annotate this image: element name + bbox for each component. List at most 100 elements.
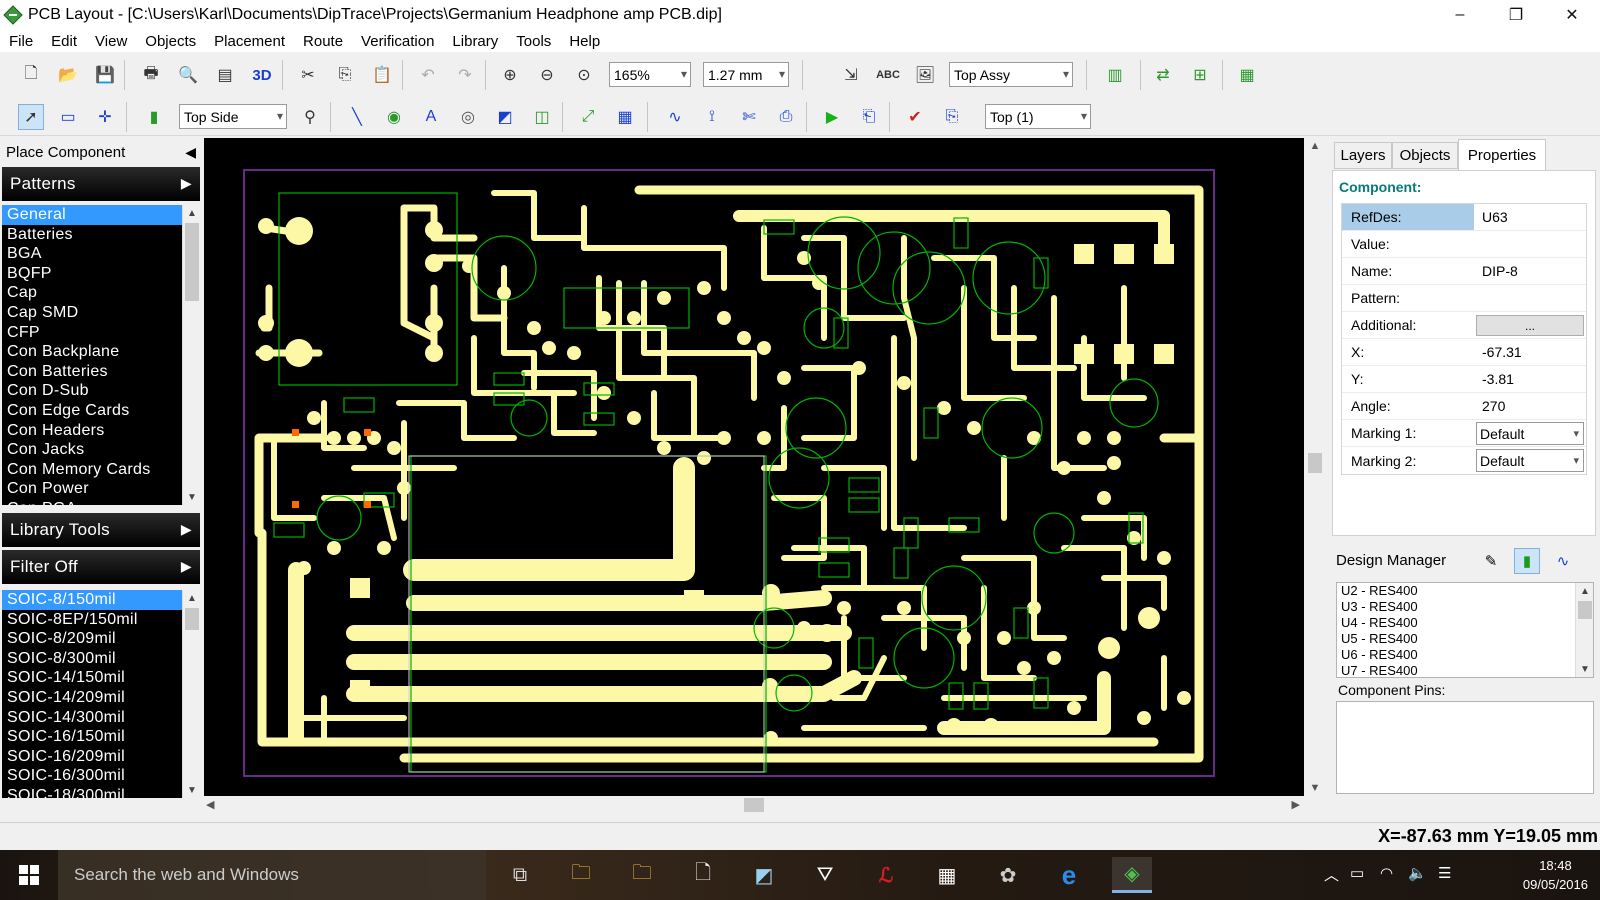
side-select[interactable]: Top Side ▾ (179, 104, 287, 129)
pcb-canvas-area[interactable] (204, 138, 1306, 822)
redo-icon[interactable]: ↷ (458, 67, 472, 84)
refdes-value[interactable]: U63 (1482, 209, 1508, 225)
scroll-down-icon[interactable]: ▼ (187, 784, 197, 796)
dm-nets-icon[interactable]: ∿ (1556, 553, 1570, 570)
pattern-group-item[interactable]: Con Backplane (7, 343, 120, 361)
show-hidden-icons-icon[interactable]: ︿ (1324, 867, 1340, 884)
patterns-header[interactable]: Patterns ▶ (2, 167, 200, 201)
binoculars-find-icon[interactable]: ⚲ (304, 109, 316, 126)
place-component-header[interactable]: Place Component ◀ (0, 138, 202, 166)
menu-tools[interactable]: Tools (516, 32, 552, 50)
canvas-vertical-scrollbar[interactable]: ▲ ▼ (1306, 138, 1324, 796)
groups-scrollbar[interactable]: ▲ ▼ (182, 205, 200, 505)
component-pins-list[interactable] (1336, 701, 1594, 794)
menu-help[interactable]: Help (569, 32, 601, 50)
undo-icon[interactable]: ↶ (421, 67, 435, 84)
router-options-icon[interactable]: ⎗ (862, 108, 876, 125)
prop-row-marking1[interactable]: Marking 1: Default ▾ (1342, 420, 1586, 447)
print-preview-icon[interactable]: 🔍 (178, 67, 198, 84)
battery-icon[interactable]: ▭ (1350, 865, 1365, 882)
value-field[interactable] (1474, 231, 1586, 257)
component-rename-icon[interactable]: ▥ (1107, 67, 1123, 84)
fill-icon[interactable]: ◫ (534, 109, 550, 126)
name-value[interactable]: DIP-8 (1482, 263, 1518, 279)
expand-arrow-icon[interactable]: ▶ (180, 175, 192, 191)
scroll-thumb[interactable] (1578, 601, 1592, 619)
dimension-icon[interactable]: ⤢ (581, 108, 595, 125)
save-icon[interactable]: 💾 (95, 67, 115, 84)
open-folder-icon[interactable]: 📂 (58, 67, 78, 84)
abc-text-icon[interactable]: ABC (876, 69, 900, 81)
notifications-icon[interactable]: ☰ (1438, 865, 1452, 882)
close-button[interactable]: ✕ (1565, 7, 1579, 24)
pattern-group-item[interactable]: Con PGA ... (2, 499, 200, 505)
prop-row-y[interactable]: Y: -3.81 (1342, 366, 1586, 393)
scroll-left-icon[interactable]: ◀ (206, 799, 215, 811)
additional-browse-button[interactable]: ... (1476, 315, 1584, 336)
pattern-group-item[interactable]: General (2, 205, 200, 225)
marking1-select[interactable]: Default ▾ (1476, 422, 1584, 445)
pattern-group-item[interactable]: Con Jacks (7, 441, 85, 459)
design-manager-item[interactable]: U6 - RES400 (1341, 647, 1418, 662)
grid-size-select[interactable]: 1.27 mm ▾ (703, 62, 789, 87)
print-icon[interactable]: 🖶 (143, 64, 159, 82)
maximize-button[interactable]: ❐ (1508, 7, 1524, 24)
dm-scrollbar[interactable]: ▲ ▼ (1575, 583, 1593, 677)
folder-icon[interactable]: 🗀 (632, 862, 652, 884)
start-button[interactable] (0, 850, 58, 900)
pattern-group-item[interactable]: CFP (7, 323, 40, 341)
file-explorer-icon[interactable]: 🗀 (571, 862, 591, 884)
pattern-group-item[interactable]: Con D-Sub (7, 382, 89, 400)
diptrace-taskbar-icon[interactable]: ◈ (1112, 857, 1152, 893)
pattern-group-item[interactable]: Con Headers (7, 421, 105, 439)
origin-cross-icon[interactable]: ✛ (98, 109, 112, 126)
pan-icon[interactable]: ▭ (60, 109, 76, 126)
drc-settings-icon[interactable]: ⎘ (945, 108, 959, 125)
scroll-thumb[interactable] (185, 223, 199, 301)
pcb-canvas[interactable] (204, 138, 1304, 796)
document-icon[interactable]: 🗋 (694, 862, 712, 884)
pattern-group-item[interactable]: Cap SMD (7, 303, 79, 321)
wifi-icon[interactable]: ◠ (1380, 865, 1394, 882)
copper-pour-icon[interactable]: ◩ (497, 109, 513, 126)
report-icon[interactable]: ▤ (217, 67, 233, 84)
tab-properties[interactable]: Properties (1458, 139, 1546, 170)
select-cursor-icon[interactable]: ➚ (18, 104, 44, 130)
pattern-list-item[interactable]: SOIC-8/209mil (7, 630, 116, 648)
scroll-thumb[interactable] (744, 798, 764, 812)
tab-objects[interactable]: Objects (1392, 142, 1458, 169)
table-icon[interactable]: ▦ (617, 109, 633, 126)
route-manual-icon[interactable]: ⟟ (709, 108, 715, 125)
scroll-up-icon[interactable]: ▲ (1309, 140, 1321, 152)
scroll-down-icon[interactable]: ▼ (1580, 663, 1590, 675)
component-list-icon[interactable]: ▦ (1239, 67, 1255, 84)
prop-row-angle[interactable]: Angle: 270 (1342, 393, 1586, 420)
filter-header[interactable]: Filter Off ▶ (2, 550, 200, 584)
route-setup-icon[interactable]: ⎙ (779, 108, 793, 125)
layer-select[interactable]: Top (1) ▾ (985, 104, 1091, 129)
new-file-icon[interactable]: 🗋 (24, 64, 38, 82)
zoom-out-icon[interactable]: ⊖ (540, 67, 554, 84)
minimize-button[interactable]: – (1455, 6, 1465, 23)
menu-library[interactable]: Library (452, 32, 499, 50)
place-component-icon[interactable]: ▮ (149, 109, 159, 126)
pattern-group-item[interactable]: Con Memory Cards (7, 460, 151, 478)
swap-components-icon[interactable]: ⇄ (1156, 67, 1170, 84)
notepad-icon[interactable]: ◩ (754, 864, 774, 887)
image-icon[interactable]: 🖼 (914, 67, 936, 84)
prop-row-name[interactable]: Name: DIP-8 (1342, 258, 1586, 285)
prop-row-x[interactable]: X: -67.31 (1342, 339, 1586, 366)
prop-row-refdes[interactable]: RefDes: U63 (1342, 204, 1586, 231)
pattern-group-item[interactable]: BQFP (7, 264, 52, 282)
design-manager-item[interactable]: U4 - RES400 (1341, 615, 1418, 630)
dm-components-icon[interactable]: ▮ (1514, 548, 1540, 574)
prop-row-value[interactable]: Value: (1342, 231, 1586, 258)
pattern-list-item[interactable]: SOIC-18/300mil (7, 786, 126, 798)
paint-icon[interactable]: ✿ (999, 864, 1017, 887)
patterns-scrollbar[interactable]: ▲ ▼ (182, 590, 200, 798)
scroll-thumb[interactable] (185, 608, 199, 630)
marking2-select[interactable]: Default ▾ (1476, 449, 1584, 472)
